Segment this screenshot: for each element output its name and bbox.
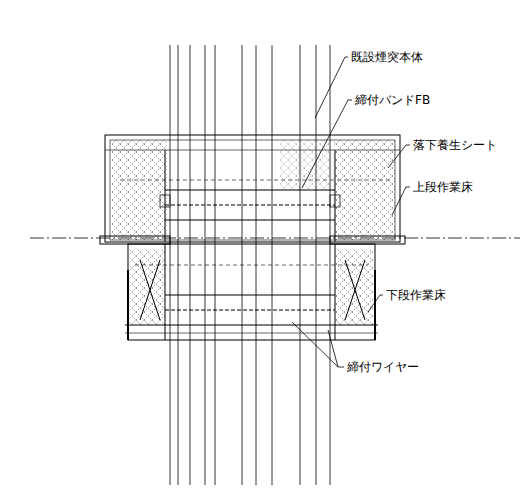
part-label: 落下養生シート	[412, 138, 498, 152]
upper-platform	[100, 135, 405, 244]
part-label: 下段作業床	[385, 288, 447, 302]
part-label: 上段作業床	[412, 180, 474, 194]
part-label: 締付ワイヤー	[346, 360, 420, 374]
part-label: 既設煙突本体	[350, 50, 424, 64]
center-line	[30, 238, 520, 239]
part-label: 締付バンドFB	[354, 93, 431, 107]
lower-platform	[125, 244, 378, 340]
